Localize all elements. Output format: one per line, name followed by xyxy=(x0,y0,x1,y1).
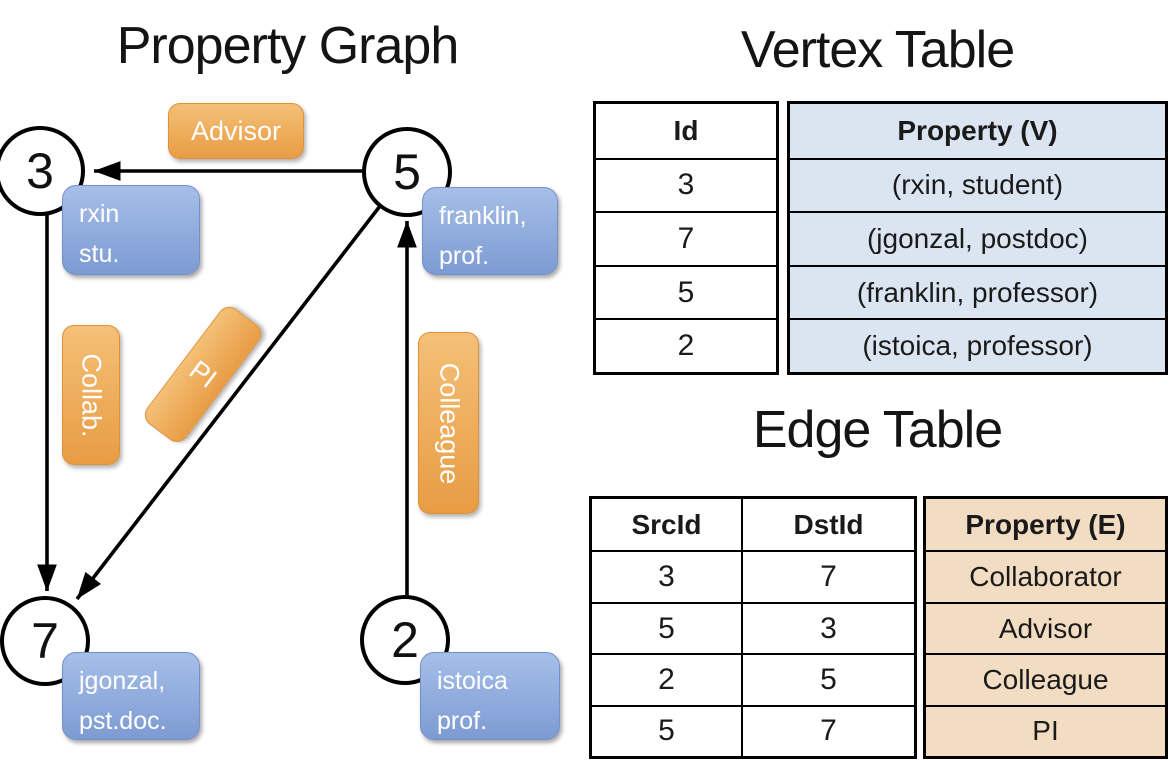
vertex-table-id-header: Id xyxy=(673,114,699,146)
vertex-table-property-cell: (franklin, professor) xyxy=(790,264,1165,319)
vertex-property-box-7: jgonzal, pst.doc. xyxy=(62,652,200,740)
edge-table-property-cell: Advisor xyxy=(926,601,1165,653)
node-id-label: 5 xyxy=(393,144,421,200)
vertex-table-property-column: Property (V) (rxin, student)(jgonzal, po… xyxy=(787,101,1168,375)
edge-table-srcid-cell: 5 xyxy=(592,704,741,756)
edge-label-text: PI xyxy=(184,354,223,394)
vertex-prop-line: franklin, xyxy=(439,202,527,230)
vertex-table-property-cells: (rxin, student)(jgonzal, postdoc)(frankl… xyxy=(790,157,1165,372)
vertex-property-box-2: istoica prof. xyxy=(420,652,560,740)
vertex-table-property-cell: (rxin, student) xyxy=(790,157,1165,212)
property-graph-title: Property Graph xyxy=(116,17,460,75)
vertex-table-property-cell: (jgonzal, postdoc) xyxy=(790,211,1165,265)
vertex-prop-line: istoica xyxy=(437,667,508,695)
edge-table-dstid-cell: 7 xyxy=(743,550,914,601)
edge-table-property-header: Property (E) xyxy=(965,508,1126,540)
vertex-table-id-cell: 7 xyxy=(596,211,776,265)
edge-table-srcid-header: SrcId xyxy=(631,508,702,540)
edge-table-dstid-cell: 5 xyxy=(743,653,914,704)
vertex-table-property-cell: (istoica, professor) xyxy=(790,318,1165,372)
vertex-prop-line: jgonzal, xyxy=(79,667,166,695)
edge-label-colleague: Colleague xyxy=(418,332,479,514)
vertex-table-id-cell: 2 xyxy=(596,318,776,372)
edge-label-collab: Collab. xyxy=(62,325,120,465)
vertex-prop-line: pst.doc. xyxy=(79,707,167,735)
edge-label-text: Collab. xyxy=(76,352,107,438)
graph-edges xyxy=(37,161,417,601)
edge-table-srcid-cell: 2 xyxy=(592,653,741,704)
edge-table-srcid-cell: 5 xyxy=(592,601,741,653)
vertex-table-id-cell: 5 xyxy=(596,264,776,319)
edge-label-text: Advisor xyxy=(190,115,282,146)
edge-table-srcid-cell: 3 xyxy=(592,550,741,601)
vertex-table-id-cell: 3 xyxy=(596,157,776,212)
edge-label-text: Colleague xyxy=(434,362,464,484)
edge-table-title: Edge Table xyxy=(752,401,1003,459)
edge-table-dstid-header: DstId xyxy=(793,508,864,540)
edge-table-dstid-cell: 3 xyxy=(743,601,914,653)
vertex-table-property-header: Property (V) xyxy=(897,114,1058,146)
graph-node-2: 2 xyxy=(360,595,450,685)
edge-table-property-cell: Colleague xyxy=(926,653,1165,704)
vertex-prop-line: rxin xyxy=(79,200,120,228)
node-id-label: 3 xyxy=(26,143,54,199)
node-id-label: 7 xyxy=(31,613,59,669)
edge-5-to-7-arrow xyxy=(75,204,382,601)
edge-table-property-cell: PI xyxy=(926,704,1165,756)
vertex-prop-line: prof. xyxy=(439,242,490,270)
edge-table-property-cell: Collaborator xyxy=(926,550,1165,601)
vertex-prop-line: prof. xyxy=(437,707,488,735)
edge-label-advisor: Advisor xyxy=(168,103,304,159)
edge-table-dstid-cell: 7 xyxy=(743,704,914,756)
vertex-property-box-3: rxin stu. xyxy=(62,185,200,275)
vertex-prop-line: stu. xyxy=(79,240,120,268)
vertex-property-box-5: franklin, prof. xyxy=(422,187,558,275)
node-id-label: 2 xyxy=(391,612,419,668)
vertex-table-title: Vertex Table xyxy=(740,21,1015,79)
